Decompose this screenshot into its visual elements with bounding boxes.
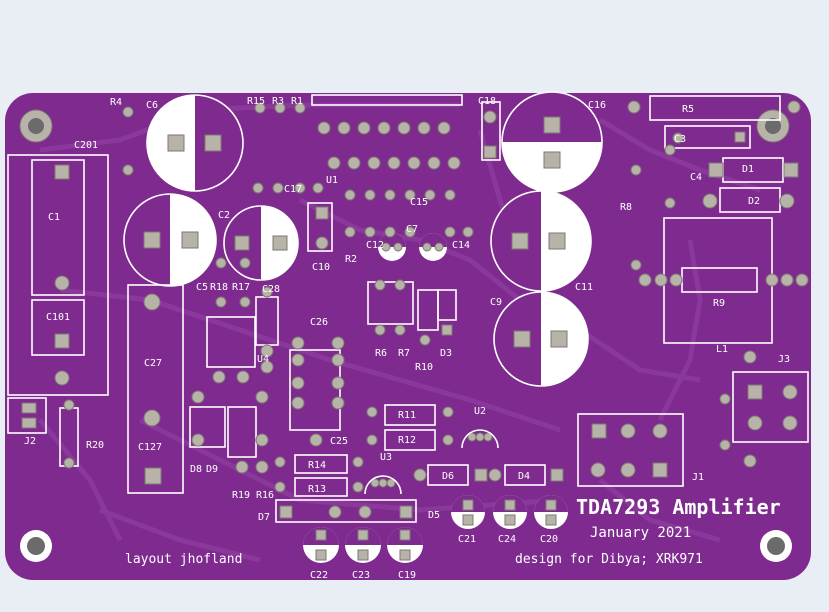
- label-c3: C3: [674, 134, 686, 145]
- label-c2: C2: [218, 210, 230, 221]
- label-c14: C14: [452, 240, 470, 251]
- label-j1: J1: [692, 472, 704, 483]
- board-credit-right: design for Dibya; XRK971: [515, 552, 703, 567]
- mounting-holes: [19, 109, 792, 562]
- to92-outlines: [364, 429, 499, 495]
- label-u2: U2: [474, 406, 486, 417]
- label-c27: C27: [144, 358, 162, 369]
- label-c4: C4: [690, 172, 702, 183]
- label-j2: J2: [24, 436, 36, 447]
- label-r1: R1: [291, 96, 303, 107]
- label-r15: R15: [247, 96, 265, 107]
- label-d5: D5: [428, 510, 440, 521]
- label-r13: R13: [308, 484, 326, 495]
- label-r11: R11: [398, 410, 416, 421]
- board-date: January 2021: [590, 525, 691, 541]
- label-d3: D3: [440, 348, 452, 359]
- silkscreen-outlines: [7, 94, 809, 523]
- label-c12: C12: [366, 240, 384, 251]
- label-j3: J3: [778, 354, 790, 365]
- label-r3: R3: [272, 96, 284, 107]
- label-c1: C1: [48, 212, 60, 223]
- label-c17: C17: [284, 184, 302, 195]
- label-d1: D1: [742, 164, 754, 175]
- label-r20: R20: [86, 440, 104, 451]
- label-r5: R5: [682, 104, 694, 115]
- label-r18: R18: [210, 282, 228, 293]
- label-l1: L1: [716, 344, 728, 355]
- component-labels: R4 C6 R15 R3 R1 C18 C16 R5 C201 C3 D1 C4…: [24, 96, 790, 581]
- label-c20: C20: [540, 534, 558, 545]
- label-u1: U1: [326, 175, 338, 186]
- label-c16: C16: [588, 100, 606, 111]
- label-c7: C7: [406, 224, 418, 235]
- label-r19: R19: [232, 490, 250, 501]
- label-d4: D4: [518, 471, 530, 482]
- electrolytic-caps: [123, 91, 603, 387]
- label-r16: R16: [256, 490, 274, 501]
- label-c28: C28: [262, 284, 280, 295]
- board-credit-left: layout jhofland: [125, 552, 242, 567]
- label-r8: R8: [620, 202, 632, 213]
- label-d8: D8: [190, 464, 202, 475]
- label-c6: C6: [146, 100, 158, 111]
- label-c23: C23: [352, 570, 370, 581]
- label-c10: C10: [312, 262, 330, 273]
- label-d9: D9: [206, 464, 218, 475]
- label-c101: C101: [46, 312, 70, 323]
- label-c5: C5: [196, 282, 208, 293]
- label-r7: R7: [398, 348, 410, 359]
- label-r9: R9: [713, 298, 725, 309]
- label-u4: U4: [257, 354, 269, 365]
- label-c201: C201: [74, 140, 98, 151]
- label-r6: R6: [375, 348, 387, 359]
- label-d2: D2: [748, 196, 760, 207]
- label-r4: R4: [110, 97, 122, 108]
- label-c9: C9: [490, 297, 502, 308]
- label-c24: C24: [498, 534, 516, 545]
- label-c15: C15: [410, 197, 428, 208]
- label-r10: R10: [415, 362, 433, 373]
- label-r2: R2: [345, 254, 357, 265]
- label-u3: U3: [380, 452, 392, 463]
- label-c11: C11: [575, 282, 593, 293]
- label-c18: C18: [478, 96, 496, 107]
- label-r14: R14: [308, 460, 326, 471]
- label-r17: R17: [232, 282, 250, 293]
- board-title: TDA7293 Amplifier: [576, 495, 781, 519]
- label-c25: C25: [330, 436, 348, 447]
- label-c19: C19: [398, 570, 416, 581]
- label-c21: C21: [458, 534, 476, 545]
- through-hole-pads: [21, 100, 809, 519]
- label-c26: C26: [310, 317, 328, 328]
- label-d7: D7: [258, 512, 270, 523]
- label-r12: R12: [398, 435, 416, 446]
- label-d6: D6: [442, 471, 454, 482]
- label-c127: C127: [138, 442, 162, 453]
- label-c22: C22: [310, 570, 328, 581]
- small-caps: [303, 233, 568, 563]
